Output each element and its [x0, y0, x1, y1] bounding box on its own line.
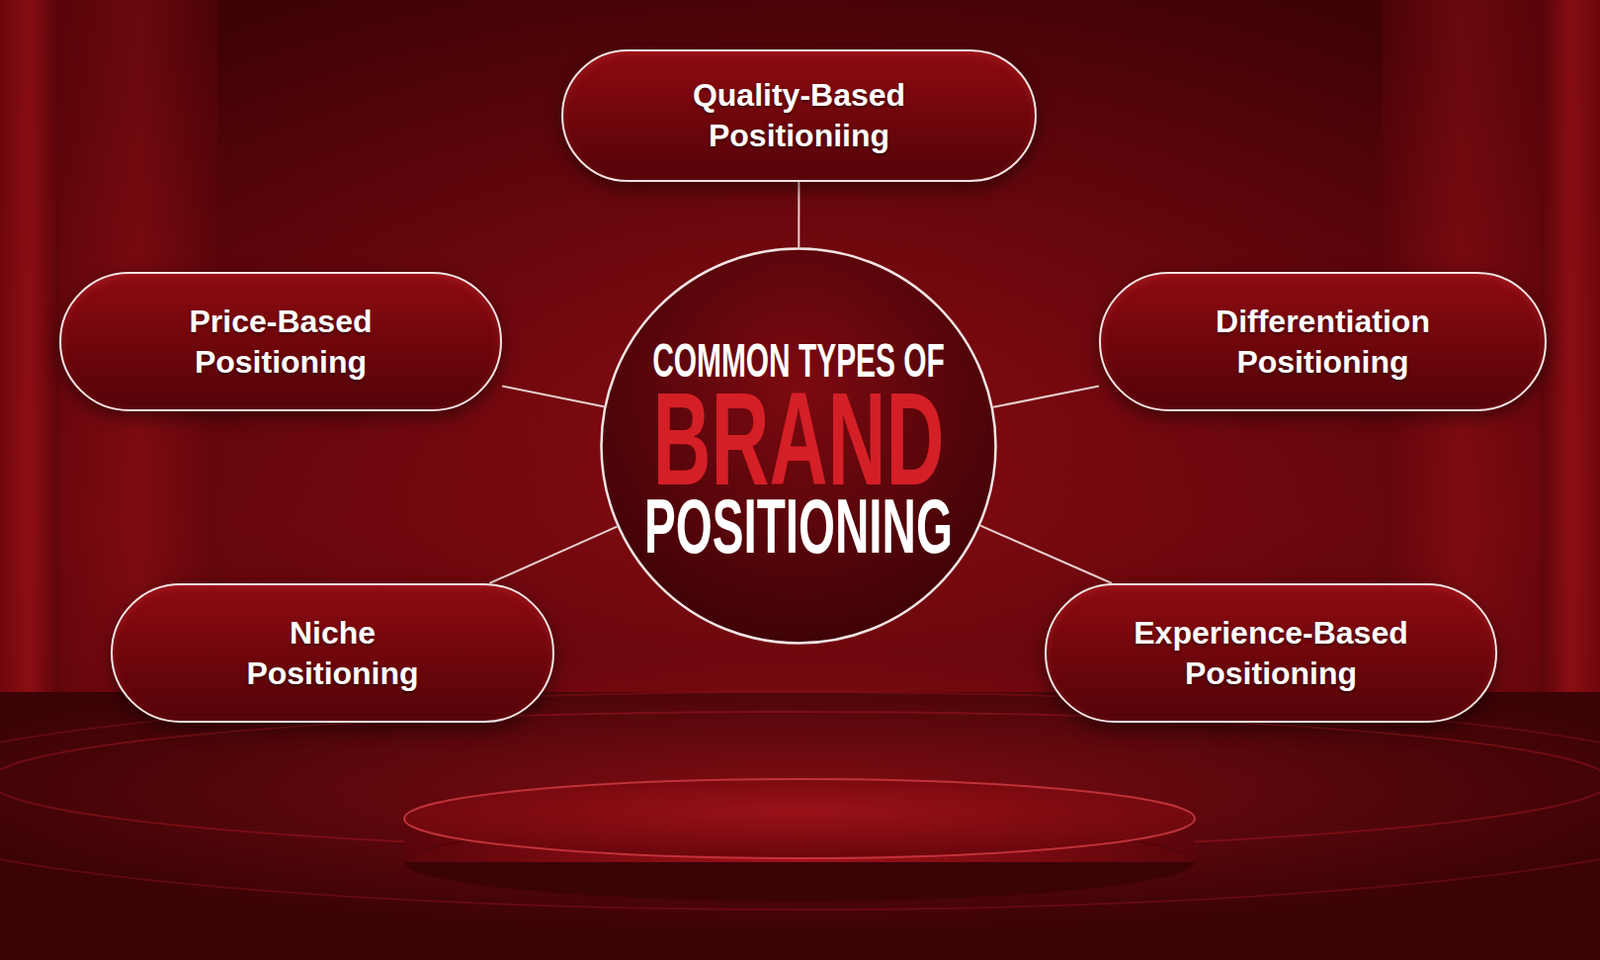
category-pill: Price-Based Positioning — [59, 271, 503, 412]
pillar — [0, 0, 60, 692]
category-pill: Differentiation Positioning — [1098, 271, 1547, 412]
category-pill: Experience-Based Positioning — [1044, 583, 1498, 723]
heading-text: POSITIONING — [616, 487, 980, 565]
pill-label: Experience-Based Positioning — [1107, 612, 1434, 693]
floor-ring — [0, 691, 1600, 910]
connector-line — [993, 386, 1099, 408]
connector-line — [502, 386, 604, 408]
connector-line — [489, 526, 617, 584]
category-pill: Niche Positioning — [110, 583, 555, 723]
emphasis-text: BRAND — [616, 372, 980, 506]
pill-label: Quality-Based Positioniing — [636, 75, 963, 156]
pill-label: Price-Based Positioning — [122, 301, 439, 382]
circle-shape — [601, 249, 997, 644]
connector-line — [797, 181, 800, 248]
category-pill: Quality-Based Positioniing — [561, 49, 1037, 182]
pill-label: Niche Positioning — [234, 612, 432, 693]
center-circle: COMMON TYPES OFBRANDPOSITIONING — [599, 247, 998, 645]
pill-label: Differentiation Positioning — [1165, 301, 1482, 382]
podium-top — [404, 778, 1195, 858]
pillar — [1540, 0, 1600, 692]
connector-line — [980, 525, 1112, 584]
